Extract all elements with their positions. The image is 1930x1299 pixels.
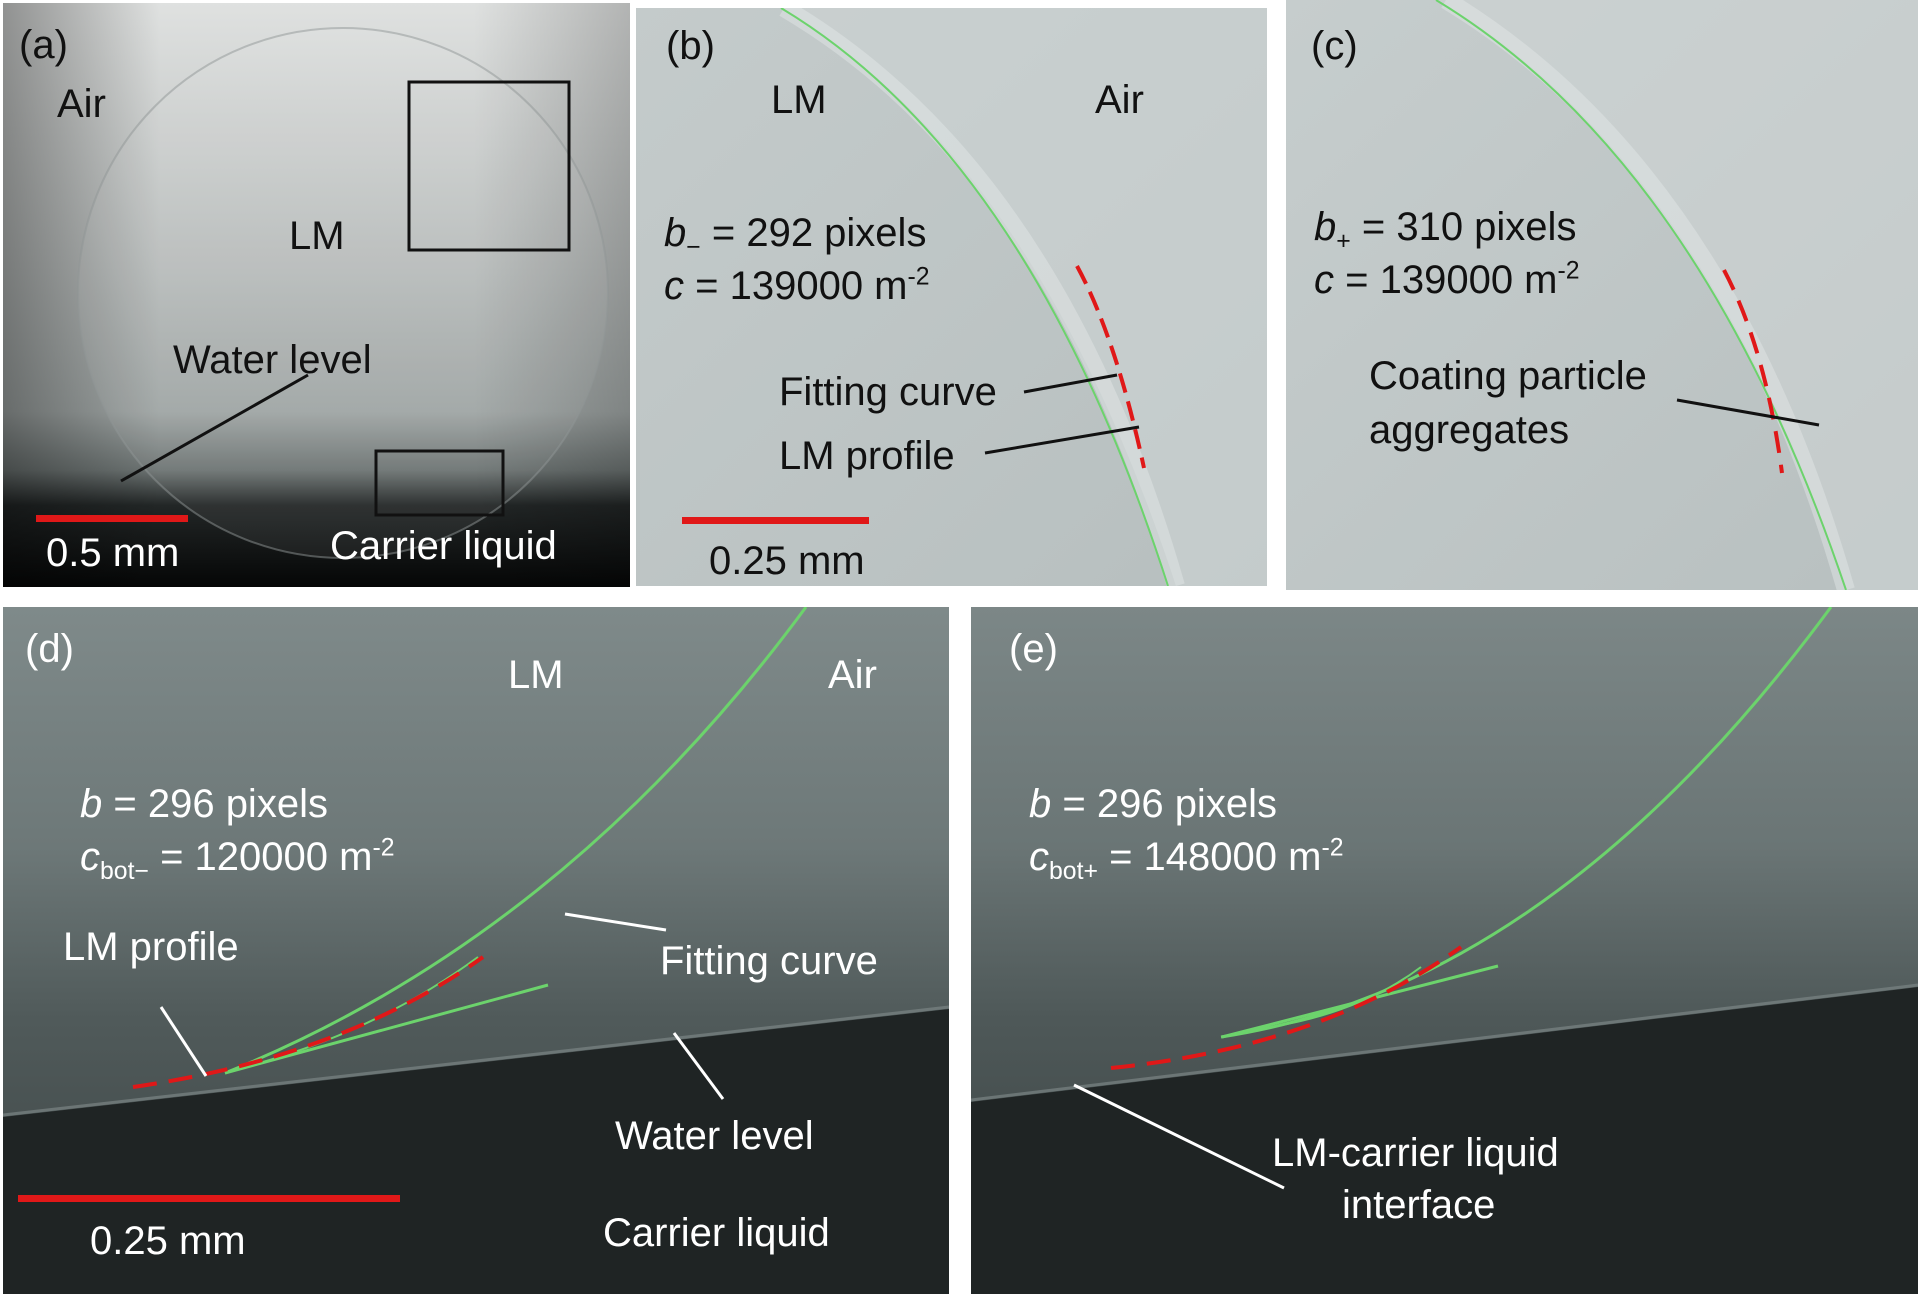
lm-profile-label-b: LM profile — [779, 434, 955, 478]
c-value-b: c = 139000 m-2 — [664, 263, 930, 308]
panel-a-tag: (a) — [19, 23, 68, 67]
fitting-curve-pointer-b — [1023, 373, 1118, 394]
b-value-e: b = 296 pixels — [1029, 782, 1277, 826]
coating-label-line1: Coating particle — [1369, 354, 1647, 398]
scale-label-b: 0.25 mm — [709, 539, 865, 583]
fitting-curve-b — [780, 8, 1169, 586]
panel-c-image — [1286, 0, 1918, 590]
lm-profile-e — [1110, 945, 1463, 1070]
interface-label-line2: interface — [1342, 1183, 1496, 1227]
lm-label-b: LM — [771, 78, 827, 122]
coating-label-line2: aggregates — [1369, 408, 1570, 452]
b-minus-value: b− = 292 pixels — [664, 211, 927, 261]
b-value-d: b = 296 pixels — [80, 782, 328, 826]
liquid-marble — [77, 27, 609, 559]
fitting-curve-label-d: Fitting curve — [660, 939, 878, 983]
panel-d-image — [3, 607, 949, 1294]
interface-pointer — [1073, 1083, 1285, 1190]
water-level-pointer-d — [672, 1032, 725, 1100]
fitting-curve-pointer-d — [564, 912, 667, 932]
panel-e-tag: (e) — [1009, 627, 1058, 671]
scale-bar-b — [682, 517, 869, 524]
panel-a: (a) Air LM Water level Carrier liquid 0.… — [3, 3, 630, 587]
fitting-curve-c — [1435, 0, 1847, 590]
panel-b-image — [636, 8, 1267, 586]
panel-c: (c) b+ = 310 pixels c = 139000 m-2 Coati… — [1286, 0, 1918, 590]
scale-label-a: 0.5 mm — [46, 531, 180, 575]
panel-a-image — [3, 3, 630, 587]
lm-profile-c — [1722, 269, 1784, 474]
lm-profile-pointer-b — [984, 425, 1140, 455]
c-bot-minus-value: cbot− = 120000 m-2 — [80, 834, 395, 885]
c-bot-plus-value: cbot+ = 148000 m-2 — [1029, 834, 1344, 885]
scale-bar-a — [36, 515, 188, 522]
lm-profile-label-d: LM profile — [63, 925, 239, 969]
fitting-curve-e — [1220, 607, 1833, 1039]
scale-label-d: 0.25 mm — [90, 1219, 246, 1263]
inset-box-bottom — [374, 449, 505, 517]
water-level-label: Water level — [173, 338, 372, 382]
interface-label-line1: LM-carrier liquid — [1272, 1131, 1559, 1175]
scale-bar-d — [18, 1195, 400, 1202]
c-value-c: c = 139000 m-2 — [1314, 257, 1580, 302]
panel-c-tag: (c) — [1311, 24, 1358, 68]
water-level-pointer — [120, 373, 309, 483]
lm-label-d: LM — [508, 653, 564, 697]
air-label: Air — [57, 82, 106, 126]
lm-profile-b — [1075, 265, 1146, 469]
fitting-curve-label-b: Fitting curve — [779, 370, 997, 414]
water-level-line-d — [3, 1005, 949, 1117]
lm-label: LM — [289, 214, 345, 258]
lm-profile-pointer-d — [159, 1006, 208, 1077]
panel-d: (d) LM Air b = 296 pixels cbot− = 120000… — [3, 607, 949, 1294]
fitting-curve-e-branch — [1270, 966, 1422, 1028]
carrier-liquid-label-d: Carrier liquid — [603, 1211, 830, 1255]
panel-b: (b) LM Air b− = 292 pixels c = 139000 m-… — [636, 8, 1267, 586]
b-plus-value: b+ = 310 pixels — [1314, 205, 1577, 255]
panel-e: (e) b = 296 pixels cbot+ = 148000 m-2 LM… — [971, 607, 1918, 1294]
air-label-d: Air — [828, 653, 877, 697]
inset-box-top — [407, 80, 571, 252]
lm-profile-d — [132, 955, 485, 1089]
interface-line-e — [971, 983, 1918, 1102]
panel-e-image — [971, 607, 1918, 1294]
fitting-curve-d — [224, 607, 808, 1075]
carrier-liquid-label: Carrier liquid — [330, 524, 557, 568]
panel-b-tag: (b) — [666, 24, 715, 68]
water-level-label-d: Water level — [615, 1114, 814, 1158]
panel-d-tag: (d) — [25, 627, 74, 671]
air-label-b: Air — [1095, 78, 1144, 122]
tangent-line-d — [224, 983, 549, 1075]
coating-pointer — [1676, 398, 1820, 427]
